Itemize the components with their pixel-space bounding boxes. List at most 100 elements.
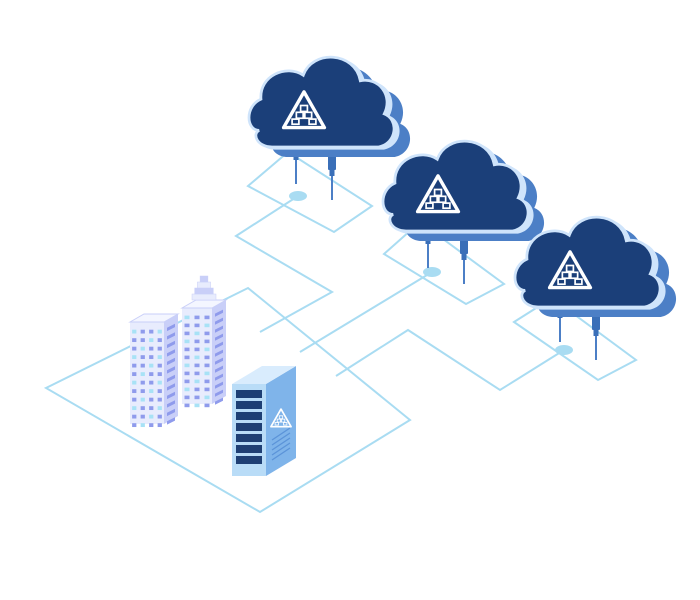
building-roof xyxy=(180,299,228,309)
building-window xyxy=(194,379,200,384)
building-window xyxy=(184,363,190,368)
server-drive-slot xyxy=(236,456,262,464)
building-window xyxy=(167,323,175,332)
building-spire xyxy=(197,281,211,289)
building-window xyxy=(194,315,200,320)
building-window xyxy=(157,380,162,385)
building-window xyxy=(132,346,137,351)
building-window xyxy=(157,406,162,411)
building-window xyxy=(132,380,137,385)
building-window xyxy=(194,403,200,408)
building-window xyxy=(157,397,162,402)
building-window xyxy=(215,397,223,405)
building-window xyxy=(140,329,145,334)
building-window xyxy=(204,403,210,408)
building-window xyxy=(157,329,162,334)
building-window xyxy=(140,338,145,343)
connector-node xyxy=(423,267,441,277)
building-window xyxy=(149,338,154,343)
building-window xyxy=(167,357,175,366)
building-window xyxy=(184,395,190,400)
server-vent xyxy=(271,432,291,446)
server-drive-slot xyxy=(236,401,262,409)
server-vent xyxy=(271,427,291,441)
building-window xyxy=(167,366,175,374)
building-window xyxy=(149,397,154,402)
building-window xyxy=(204,363,210,368)
network-connector-nodes xyxy=(289,191,573,355)
building-window xyxy=(149,355,154,360)
connector-line xyxy=(246,150,374,234)
server-vent xyxy=(271,437,291,451)
server-drive-slot xyxy=(236,390,262,398)
building-window xyxy=(140,346,145,351)
connector-line xyxy=(234,195,335,333)
building-window xyxy=(204,395,210,400)
building-window xyxy=(149,389,154,394)
building-window xyxy=(184,379,190,384)
server-vent xyxy=(271,442,291,456)
building-window xyxy=(157,423,162,428)
building-window xyxy=(194,331,200,336)
building-window xyxy=(149,380,154,385)
building-window xyxy=(157,363,162,368)
building-window xyxy=(132,414,137,419)
office-tower-icon xyxy=(180,275,228,408)
building-window xyxy=(167,417,175,425)
connector-node xyxy=(555,345,573,355)
building-window xyxy=(184,403,190,408)
server-drive-slot xyxy=(236,434,262,442)
building-window xyxy=(215,309,223,317)
building-window xyxy=(140,406,145,411)
building-window xyxy=(204,315,210,320)
office-tower-icon xyxy=(128,313,180,428)
building-window xyxy=(157,389,162,394)
building-window xyxy=(204,323,210,328)
building-window xyxy=(149,414,154,419)
building-window xyxy=(204,355,210,360)
building-window xyxy=(149,423,154,428)
server-rack-icon xyxy=(232,366,296,476)
building-spire xyxy=(191,293,217,301)
building-window xyxy=(215,333,223,341)
connector-line xyxy=(335,328,565,392)
building-window xyxy=(140,363,145,368)
building-window xyxy=(184,347,190,352)
building-window xyxy=(194,347,200,352)
building-window xyxy=(215,357,223,365)
building-window xyxy=(204,331,210,336)
building-window xyxy=(194,371,200,376)
building-window xyxy=(167,391,175,400)
cloud-group xyxy=(247,55,677,361)
building-window xyxy=(204,387,210,392)
building-window xyxy=(184,355,190,360)
connector-node xyxy=(289,191,307,201)
building-window xyxy=(132,355,137,360)
building-window xyxy=(184,371,190,376)
cloud-front xyxy=(381,139,530,233)
building-window xyxy=(167,408,175,417)
building-window xyxy=(132,397,137,402)
building-window xyxy=(167,349,175,357)
building-window xyxy=(204,339,210,344)
building-window xyxy=(194,355,200,360)
on-premise-site xyxy=(128,275,296,476)
building-window xyxy=(184,339,190,344)
building-window xyxy=(149,372,154,377)
building-window xyxy=(215,365,223,373)
cloud-front xyxy=(247,55,396,149)
building-window xyxy=(184,331,190,336)
building-window xyxy=(149,329,154,334)
building-window xyxy=(157,372,162,377)
server-drive-slot xyxy=(236,423,262,431)
server-drive-slot xyxy=(236,445,262,453)
building-window xyxy=(167,400,175,408)
building-window xyxy=(184,387,190,392)
building-window xyxy=(194,363,200,368)
building-window xyxy=(215,349,223,357)
plug-connector-icon xyxy=(591,315,601,361)
building-window xyxy=(157,346,162,351)
building-window xyxy=(194,339,200,344)
building-window xyxy=(167,332,175,340)
building-window xyxy=(204,347,210,352)
